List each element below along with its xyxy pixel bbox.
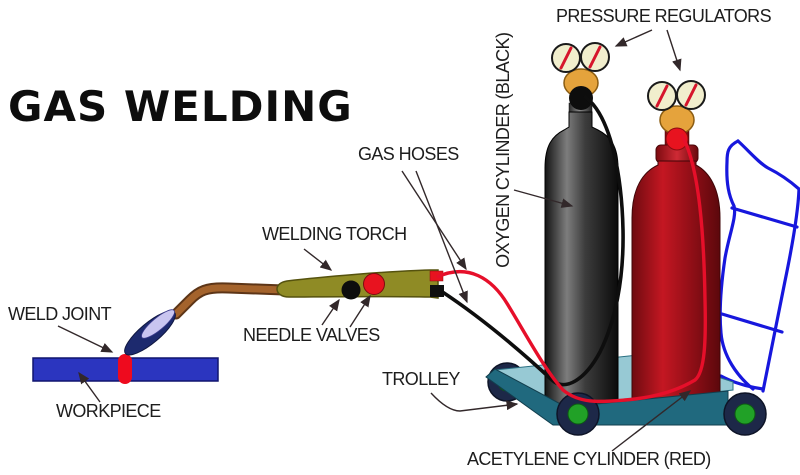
arrow-acetylene-cylinder [611,390,692,452]
trolley-handle [718,139,800,393]
label-weld-joint: WELD JOINT [8,304,112,324]
label-welding-torch: WELDING TORCH [262,224,407,244]
arrow-welding-torch [303,248,333,271]
trolley-front-wheel [723,392,767,436]
label-workpiece: WORKPIECE [56,401,161,421]
acetylene-cylinder [631,80,721,407]
arrow-pressure-regulator-right [666,29,682,72]
weld-joint-bead [118,354,132,384]
arrow-weld-joint [57,325,114,353]
acetylene-regulator [647,80,706,151]
arrow-needle-valve-right [349,294,371,328]
needle-valve-black [341,280,361,300]
oxygen-regulator [551,42,610,110]
pressure-gauge [551,43,581,73]
arrow-gas-hose-red [401,170,467,271]
welding-torch-body [276,269,444,300]
needle-valve-red [363,273,385,295]
oxygen-valve-knob [569,86,593,110]
oxygen-cylinder [544,42,619,406]
label-acetylene-cylinder: ACETYLENE CYLINDER (RED) [467,449,711,469]
label-needle-valves: NEEDLE VALVES [243,325,380,345]
pressure-gauge [647,81,677,111]
arrow-oxygen-cylinder [513,189,574,208]
flame [124,309,176,356]
label-pressure-regulators: PRESSURE REGULATORS [556,6,772,26]
label-gas-hoses: GAS HOSES [358,144,459,164]
oxygen-hose [440,94,625,387]
hose-connector-black [430,285,444,297]
trolley-front-wheel [556,392,600,436]
label-oxygen-cylinder: OXYGEN CYLINDER (BLACK) [493,32,514,268]
diagram-title: GAS WELDING [8,82,353,131]
label-trolley: TROLLEY [382,369,460,389]
acetylene-hose [436,133,708,404]
arrow-trolley [430,392,519,412]
arrow-gas-hose-black [415,170,468,304]
arrow-needle-valve-left [321,298,340,326]
leader-arrows [57,29,692,452]
torch-tube [170,282,290,320]
pressure-gauge [676,80,706,110]
pressure-gauge [580,42,610,72]
arrow-pressure-regulator-left [614,29,653,47]
arrow-workpiece [78,371,101,403]
